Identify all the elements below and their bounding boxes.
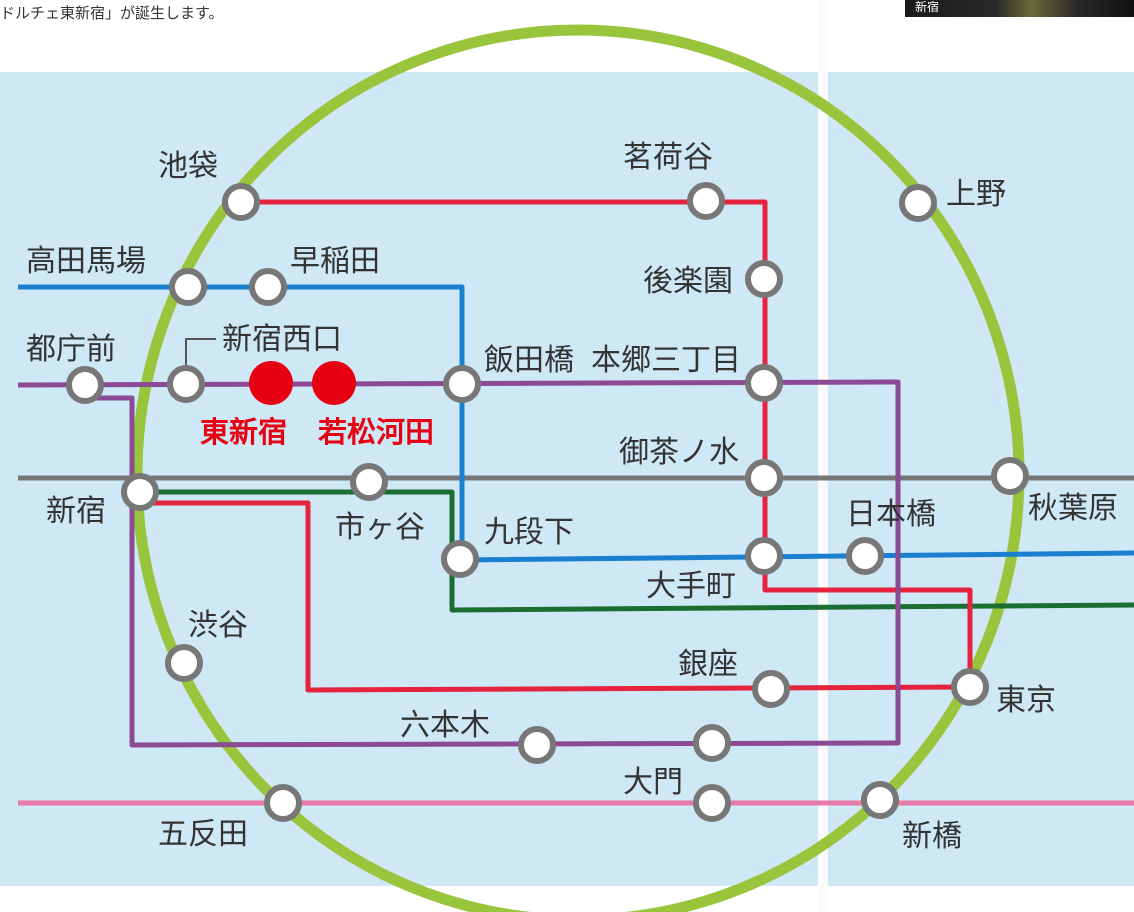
station-takadanobaba: [169, 268, 207, 306]
photo-caption: 新宿: [915, 0, 940, 14]
station-nihombashi: [846, 537, 884, 575]
station-ochanomizu: [745, 459, 783, 497]
station-ikebukuro: [222, 183, 260, 221]
label-higashi-shinjuku: 東新宿: [200, 415, 287, 449]
station-hongo-sanchome: [745, 364, 783, 402]
station-shinjuku-nishiguchi: [167, 365, 205, 403]
label-gotanda: 五反田: [158, 817, 248, 852]
label-korakuen: 後楽園: [643, 264, 733, 299]
label-daimon: 大門: [623, 765, 683, 800]
station-shinjuku: [121, 473, 159, 511]
station-akihabara: [991, 457, 1029, 495]
label-shinjuku-nishiguchi: 新宿西口: [222, 322, 342, 357]
label-ichigaya: 市ヶ谷: [335, 510, 425, 545]
label-tokyo: 東京: [996, 683, 1056, 718]
station-gotanda: [264, 784, 302, 822]
label-nihombashi: 日本橋: [846, 497, 936, 532]
station-kudanshita: [441, 540, 479, 578]
station-ginza: [752, 670, 790, 708]
station-higashi-shinjuku: [249, 361, 293, 405]
marunouchi-line-lower: [140, 500, 971, 693]
label-wakamatsu-kawada: 若松河田: [318, 415, 434, 449]
tozai-line: [18, 284, 1134, 563]
station-oedo-daimon: [693, 724, 731, 762]
station-tokyo: [951, 668, 989, 706]
station-tochomae: [66, 366, 104, 404]
station-shimbashi: [861, 781, 899, 819]
station-ueno: [899, 184, 937, 222]
label-kudanshita: 九段下: [484, 515, 574, 550]
label-akihabara: 秋葉原: [1028, 491, 1118, 526]
station-otemachi: [745, 537, 783, 575]
label-shibuya: 渋谷: [188, 608, 248, 643]
station-ichigaya: [350, 463, 388, 501]
page-caption: ドルチェ東新宿」が誕生します。: [0, 4, 224, 22]
label-roppongi: 六本木: [400, 708, 490, 743]
marunouchi-line-upper: [241, 199, 973, 687]
station-daimon: [693, 784, 731, 822]
station-wakamatsu-kawada: [312, 361, 356, 405]
label-hongo-sanchome: 本郷三丁目: [591, 343, 741, 378]
label-waseda: 早稲田: [290, 244, 380, 279]
label-myogadani: 茗荷谷: [623, 140, 713, 175]
station-shibuya: [165, 644, 203, 682]
station-roppongi: [518, 726, 556, 764]
label-ikebukuro: 池袋: [158, 149, 218, 184]
label-shinjuku: 新宿: [46, 494, 106, 529]
label-tochomae: 都庁前: [26, 332, 116, 367]
label-otemachi: 大手町: [646, 569, 736, 604]
label-iidabashi: 飯田橋: [484, 343, 574, 378]
station-myogadani: [687, 182, 725, 220]
station-iidabashi: [443, 365, 481, 403]
label-ochanomizu: 御茶ノ水: [619, 435, 739, 470]
photo-thumbnail: 新宿: [905, 0, 1134, 17]
page-fold: [818, 0, 828, 912]
label-ginza: 銀座: [678, 647, 738, 682]
label-takadanobaba: 高田馬場: [26, 244, 146, 279]
label-shimbashi: 新橋: [902, 819, 962, 854]
label-ueno: 上野: [946, 177, 1006, 212]
station-korakuen: [745, 260, 783, 298]
station-waseda: [249, 268, 287, 306]
